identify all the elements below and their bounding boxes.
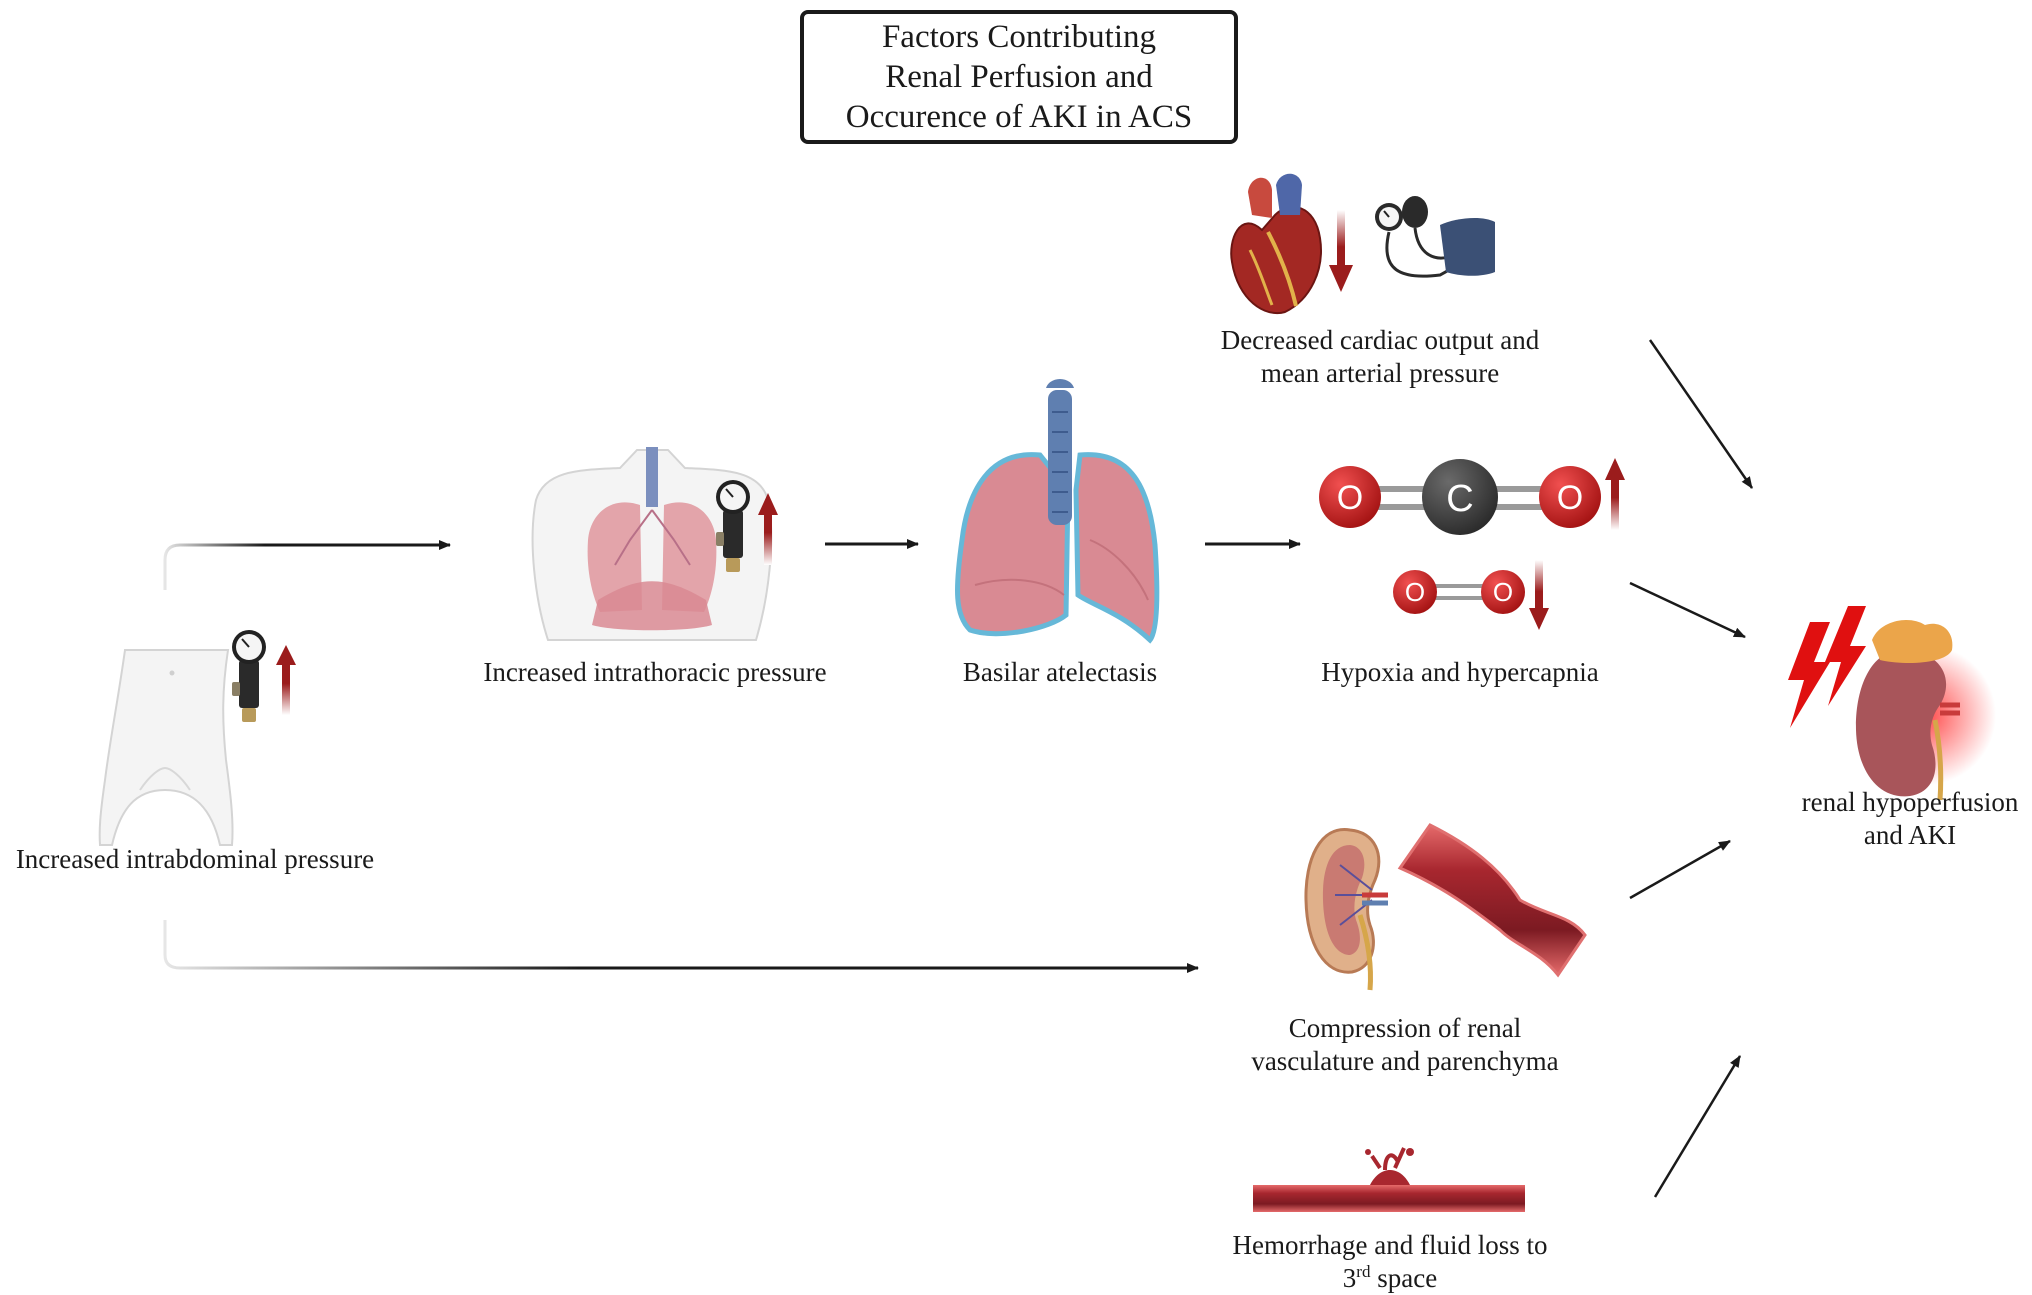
- o2-oxygen-right: O: [1493, 577, 1513, 607]
- gas-to-outcome-arrow: [1629, 581, 1746, 639]
- hemorrhage-label-rest: space: [1370, 1263, 1438, 1293]
- kidney-cross-section-icon: [1304, 828, 1388, 991]
- abdomen-to-compression-arrow: [163, 920, 1199, 973]
- blood-pressure-cuff-icon: [1375, 196, 1495, 278]
- kidney-icon: [1855, 620, 1996, 801]
- title-line-3: Occurence of AKI in ACS: [845, 99, 1193, 135]
- co2-oxygen-left: O: [1337, 479, 1363, 517]
- lungs-thorax-icon: [531, 447, 773, 641]
- hemorrhage-ordinal-suffix: rd: [1356, 1262, 1371, 1281]
- compression-label: Compression of renal vasculature and par…: [1225, 1012, 1585, 1078]
- gauge-icon: [232, 630, 266, 722]
- o2-oxygen-left: O: [1405, 577, 1425, 607]
- gauge-icon: [716, 480, 750, 572]
- co2-oxygen-right: O: [1557, 479, 1583, 517]
- cardiac-label-line-2: mean arterial pressure: [1260, 358, 1500, 388]
- pressure-increase-arrow: [758, 493, 778, 565]
- title-line-2: Renal Perfusion and: [885, 59, 1153, 95]
- hemorrhage-label: Hemorrhage and fluid loss to 3rd space: [1205, 1229, 1575, 1295]
- co2-carbon: C: [1446, 478, 1473, 520]
- gas-label: Hypoxia and hypercapnia: [1321, 657, 1599, 687]
- atelectasis-label: Basilar atelectasis: [962, 657, 1158, 687]
- compression-label-line-2: vasculature and parenchyma: [1251, 1046, 1559, 1076]
- bleeding-vessel-icon: [1253, 1147, 1525, 1212]
- thorax-label: Increased intrathoracic pressure: [483, 657, 827, 687]
- hemorrhage-ordinal-number: 3: [1342, 1263, 1357, 1293]
- co2-molecule-icon: O C O: [1319, 459, 1601, 535]
- abdomen-to-thorax-arrow: [163, 540, 451, 590]
- cardiac-label-line-1: Decreased cardiac output and: [1220, 325, 1540, 355]
- heart-icon: [1230, 173, 1322, 315]
- flow-arrows: [163, 339, 1754, 1198]
- outcome-label-line-1: renal hypoperfusion: [1801, 787, 2019, 817]
- lightning-icon: [1788, 606, 1866, 728]
- cardiac-decrease-arrow: [1329, 210, 1353, 292]
- o2-decrease-arrow: [1529, 560, 1549, 630]
- cardiac-to-outcome-arrow: [1648, 339, 1754, 489]
- outcome-label: renal hypoperfusion and AKI: [1790, 786, 2030, 852]
- co2-increase-arrow: [1605, 458, 1625, 530]
- lungs-icon: [954, 379, 1160, 644]
- hemorrhage-label-line-2: 3rd space: [1205, 1262, 1575, 1295]
- o2-molecule-icon: O O: [1393, 570, 1525, 614]
- compression-label-line-1: Compression of renal: [1288, 1013, 1522, 1043]
- abdomen-label: Increased intrabdominal pressure: [15, 844, 375, 874]
- pressure-increase-arrow: [276, 645, 296, 715]
- title-line-1: Factors Contributing: [881, 19, 1157, 55]
- compressed-vessel-icon: [1397, 823, 1587, 978]
- hemorrhage-label-line-1: Hemorrhage and fluid loss to: [1232, 1230, 1548, 1260]
- abdomen-icon: [98, 649, 234, 846]
- outcome-label-line-2: and AKI: [1863, 820, 1957, 850]
- cardiac-label: Decreased cardiac output and mean arteri…: [1200, 324, 1560, 390]
- hemorrhage-to-outcome-arrow: [1653, 1055, 1742, 1198]
- title-box: Factors Contributing Renal Perfusion and…: [800, 10, 1238, 144]
- compression-to-outcome-arrow: [1629, 839, 1731, 900]
